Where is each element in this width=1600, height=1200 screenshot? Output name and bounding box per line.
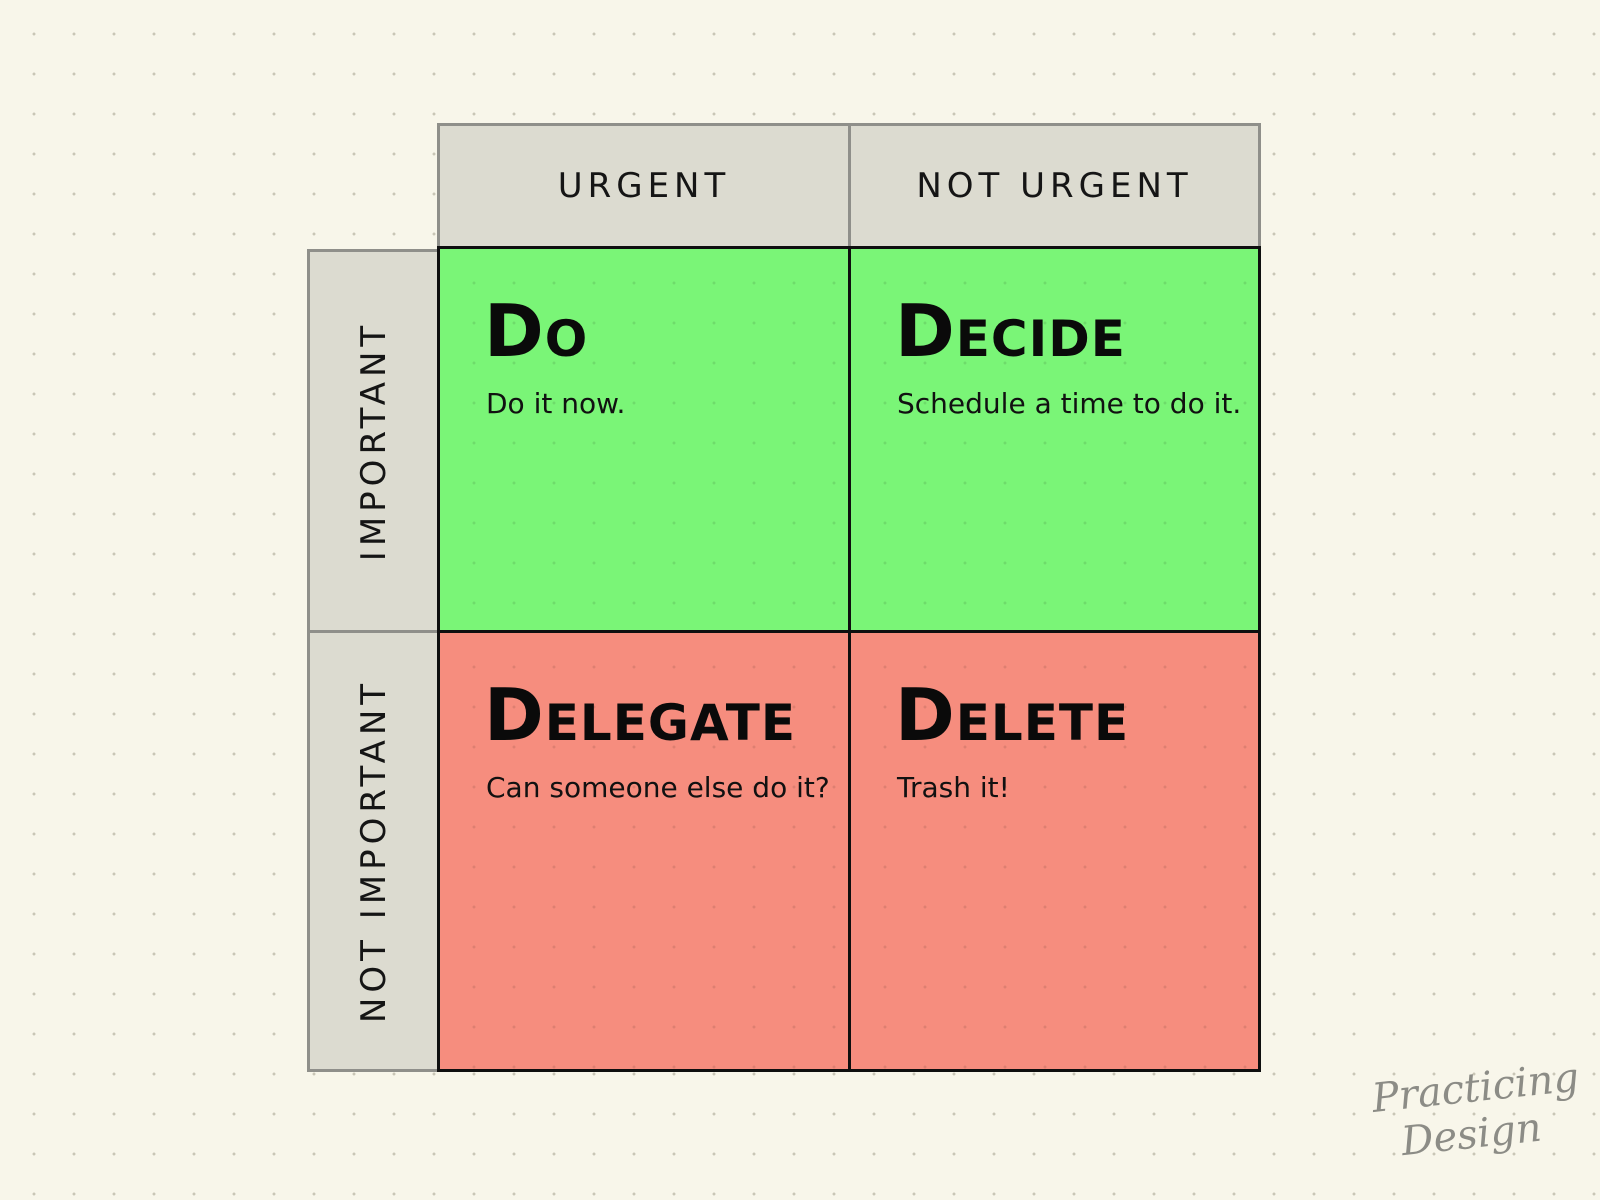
quadrant-delete: Delete Trash it!: [848, 630, 1261, 1072]
quadrant-subtitle: Schedule a time to do it.: [897, 387, 1242, 420]
column-header-not-urgent: NOT URGENT: [848, 123, 1261, 249]
quadrant-subtitle: Do it now.: [486, 387, 626, 420]
quadrant-title: Do: [484, 289, 589, 373]
column-header-label: NOT URGENT: [916, 166, 1193, 206]
row-header-not-important: NOT IMPORTANT: [307, 630, 440, 1072]
row-header-label: IMPORTANT: [353, 320, 394, 562]
practicing-design-watermark: Practicing Design: [1370, 1054, 1581, 1165]
quadrant-title: Delete: [895, 673, 1130, 757]
quadrant-title: Decide: [895, 289, 1126, 373]
quadrant-subtitle: Can someone else do it?: [486, 771, 830, 804]
row-header-important: IMPORTANT: [307, 249, 440, 633]
column-header-urgent: URGENT: [437, 123, 851, 249]
quadrant-delegate: Delegate Can someone else do it?: [437, 630, 851, 1072]
quadrant-subtitle: Trash it!: [897, 771, 1010, 804]
row-header-label: NOT IMPORTANT: [353, 678, 394, 1024]
quadrant-decide: Decide Schedule a time to do it.: [848, 246, 1261, 633]
quadrant-title: Delegate: [484, 673, 797, 757]
quadrant-do: Do Do it now.: [437, 246, 851, 633]
column-header-label: URGENT: [557, 166, 731, 206]
